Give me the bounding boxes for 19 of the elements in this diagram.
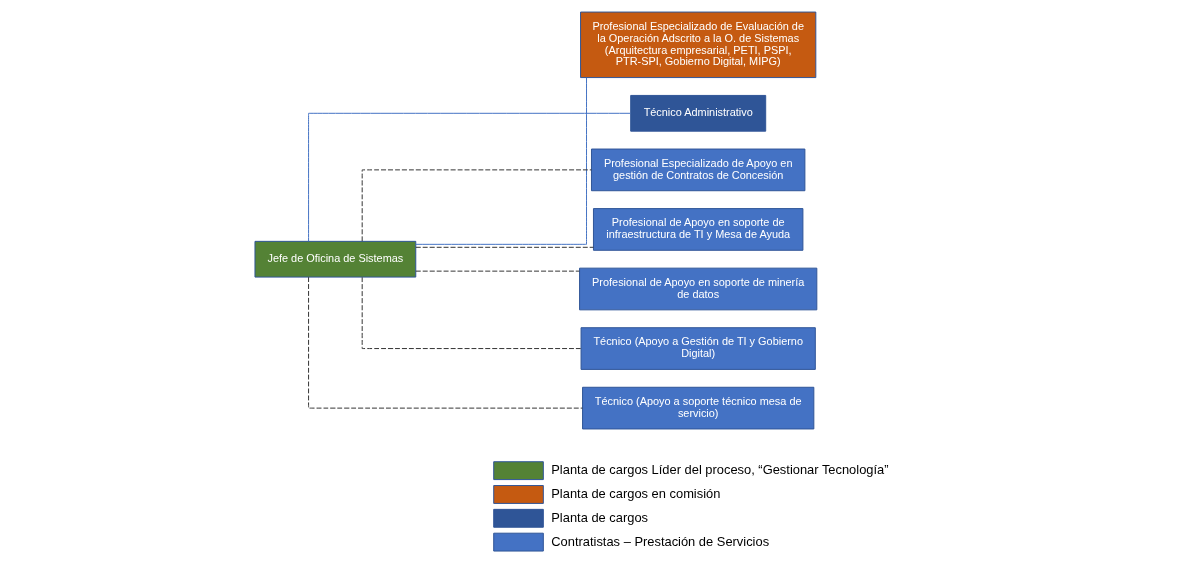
node-box: Profesional de Apoyo en soporte de infraestructura de TI y Mesa de Ayuda xyxy=(592,208,803,251)
connector xyxy=(414,246,594,248)
connector xyxy=(361,169,592,242)
node-box: Jefe de Oficina de Sistemas xyxy=(253,240,416,278)
legend-label: Planta de cargos xyxy=(550,509,648,525)
node-box: Técnico Administrativo xyxy=(629,94,766,132)
node-box: Profesional de Apoyo en soporte de minería de datos xyxy=(578,267,817,311)
legend-label: Planta de cargos Líder del proceso, “Gestionar Tecnología” xyxy=(550,462,889,478)
connector xyxy=(307,112,631,242)
node-box: Técnico (Apoyo a Gestión de TI y Gobierno Digital) xyxy=(580,327,816,370)
node-box: Profesional Especializado de Evaluación de la Operación Adscrito a la O. de Sistemas (Arquitectura empresarial, PETI, PSPI, PTR-SPI, Gobierno Digital, MIPG) xyxy=(579,11,816,79)
connector xyxy=(414,270,580,272)
node-box: Profesional Especializado de Apoyo en gestión de Contratos de Concesión xyxy=(590,148,805,192)
node-box: Técnico (Apoyo a soporte técnico mesa de servicio) xyxy=(581,386,814,430)
legend-label: Contratistas – Prestación de Servicios xyxy=(550,533,769,549)
connector xyxy=(307,276,583,409)
connector xyxy=(414,77,587,245)
connector xyxy=(361,276,581,350)
legend-label: Planta de cargos en comisión xyxy=(550,485,720,501)
